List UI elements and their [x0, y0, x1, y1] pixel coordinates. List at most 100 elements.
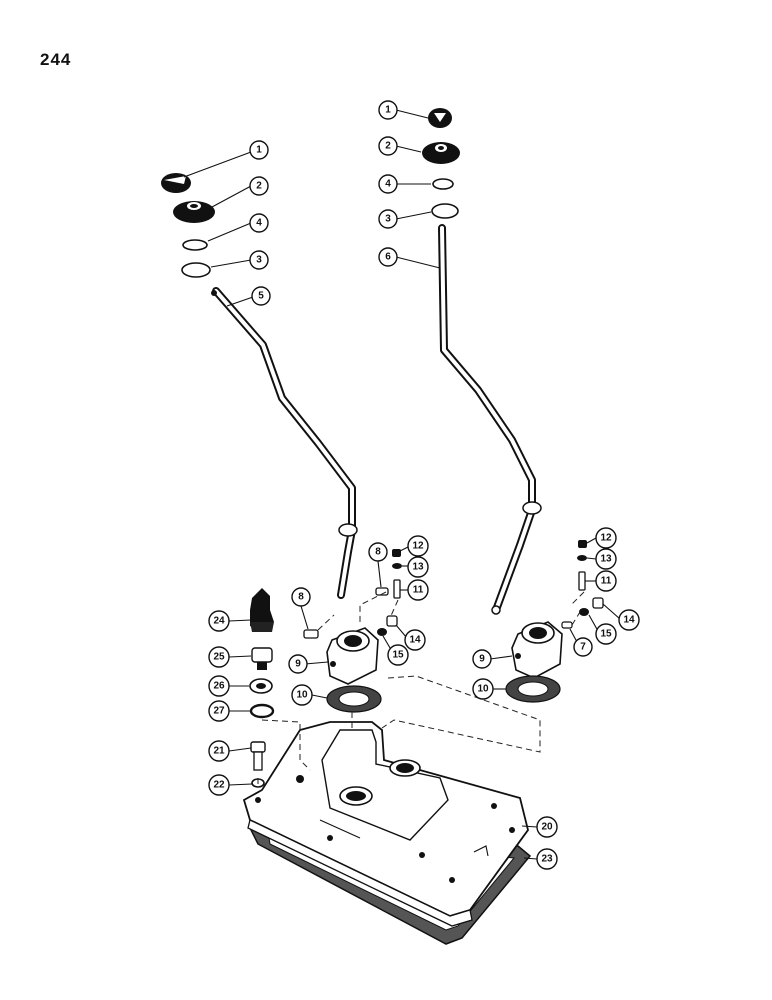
callout-c11a: 11 [407, 579, 429, 601]
pivot-pin-7 [561, 621, 573, 629]
svg-text:14: 14 [623, 615, 635, 626]
right-nut-12 [578, 540, 587, 548]
svg-text:10: 10 [477, 684, 489, 695]
callout-c4b: 4 [378, 174, 398, 194]
svg-text:9: 9 [479, 654, 485, 665]
callout-c10a: 10 [291, 684, 313, 706]
svg-text:21: 21 [213, 746, 225, 757]
callout-c3a: 3 [249, 250, 269, 270]
left-gasket-10 [326, 685, 382, 713]
right-stud-11 [578, 571, 586, 591]
right-washer-15 [579, 608, 589, 616]
callout-c6: 6 [378, 247, 398, 267]
svg-text:24: 24 [213, 616, 225, 627]
svg-text:4: 4 [385, 179, 391, 190]
svg-text:2: 2 [385, 141, 391, 152]
svg-text:5: 5 [258, 291, 264, 302]
svg-text:1: 1 [256, 145, 262, 156]
svg-text:6: 6 [385, 252, 391, 263]
svg-text:20: 20 [541, 822, 553, 833]
assembly-lines [257, 591, 585, 788]
svg-text:12: 12 [600, 533, 612, 544]
callout-c27: 27 [208, 700, 230, 722]
right-boot [422, 142, 460, 164]
left-shift-lever [211, 287, 358, 599]
callout-c24: 24 [208, 610, 230, 632]
cover-plate-20 [242, 721, 529, 927]
right-retainer [431, 203, 459, 219]
svg-text:22: 22 [213, 780, 225, 791]
left-boot [173, 201, 215, 223]
bolt-21 [250, 741, 266, 771]
right-lever-housing [511, 621, 563, 679]
plug-25 [251, 647, 273, 670]
callout-c9a: 9 [288, 654, 308, 674]
callout-c3b: 3 [378, 209, 398, 229]
right-bolt-14 [592, 597, 604, 609]
callout-c13a: 13 [407, 556, 429, 578]
svg-text:2: 2 [256, 181, 262, 192]
svg-text:3: 3 [256, 255, 262, 266]
left-pivot-pin-8a [375, 587, 389, 596]
right-washer-13 [577, 555, 587, 561]
callout-c26: 26 [208, 675, 230, 697]
page-number: 244 [40, 50, 72, 69]
callout-c23: 23 [536, 848, 558, 870]
callout-c12b: 12 [595, 527, 617, 549]
callout-c7: 7 [573, 637, 593, 657]
callout-c22: 22 [208, 774, 230, 796]
left-washer-15 [377, 628, 387, 636]
right-shift-knob [428, 108, 452, 128]
callout-c4a: 4 [249, 213, 269, 233]
callout-c15b: 15 [595, 623, 617, 645]
svg-text:13: 13 [600, 554, 612, 565]
svg-text:3: 3 [385, 214, 391, 225]
svg-text:12: 12 [412, 541, 424, 552]
callout-c25: 25 [208, 646, 230, 668]
callout-c1b: 1 [378, 100, 398, 120]
callout-c14b: 14 [618, 609, 640, 631]
leader-lines [183, 109, 621, 860]
callout-c10b: 10 [472, 678, 494, 700]
left-nut-12 [392, 549, 401, 557]
svg-text:13: 13 [412, 562, 424, 573]
svg-text:7: 7 [580, 642, 586, 653]
left-lever-housing [326, 627, 379, 685]
callout-c21: 21 [208, 740, 230, 762]
svg-text:4: 4 [256, 218, 262, 229]
svg-text:11: 11 [413, 585, 424, 596]
callout-c15a: 15 [387, 644, 409, 666]
callout-c12a: 12 [407, 535, 429, 557]
callout-c2a: 2 [249, 176, 269, 196]
svg-text:8: 8 [298, 592, 304, 603]
plug-26 [249, 678, 273, 694]
svg-text:1: 1 [385, 105, 391, 116]
callout-c2b: 2 [378, 136, 398, 156]
svg-text:8: 8 [375, 547, 381, 558]
right-shift-lever [438, 224, 542, 615]
callout-c8b: 8 [291, 587, 311, 607]
callout-c8a: 8 [368, 542, 388, 562]
svg-text:15: 15 [600, 629, 612, 640]
left-pivot-pin-8b [303, 629, 319, 639]
svg-text:10: 10 [296, 690, 308, 701]
plunger-24 [250, 588, 274, 632]
svg-text:25: 25 [213, 652, 225, 663]
left-shift-knob [161, 173, 191, 193]
right-snap-ring [432, 178, 454, 190]
left-retainer [181, 262, 211, 278]
svg-text:26: 26 [213, 681, 225, 692]
left-washer-13 [392, 563, 402, 569]
svg-text:9: 9 [295, 659, 301, 670]
svg-text:23: 23 [541, 854, 553, 865]
left-snap-ring [182, 239, 208, 251]
svg-text:11: 11 [601, 576, 612, 587]
callout-c1a: 1 [249, 140, 269, 160]
svg-text:27: 27 [213, 706, 225, 717]
svg-text:15: 15 [392, 650, 404, 661]
seal-27 [249, 703, 275, 719]
callout-c9b: 9 [472, 649, 492, 669]
callout-c5: 5 [251, 286, 271, 306]
svg-text:14: 14 [409, 635, 421, 646]
